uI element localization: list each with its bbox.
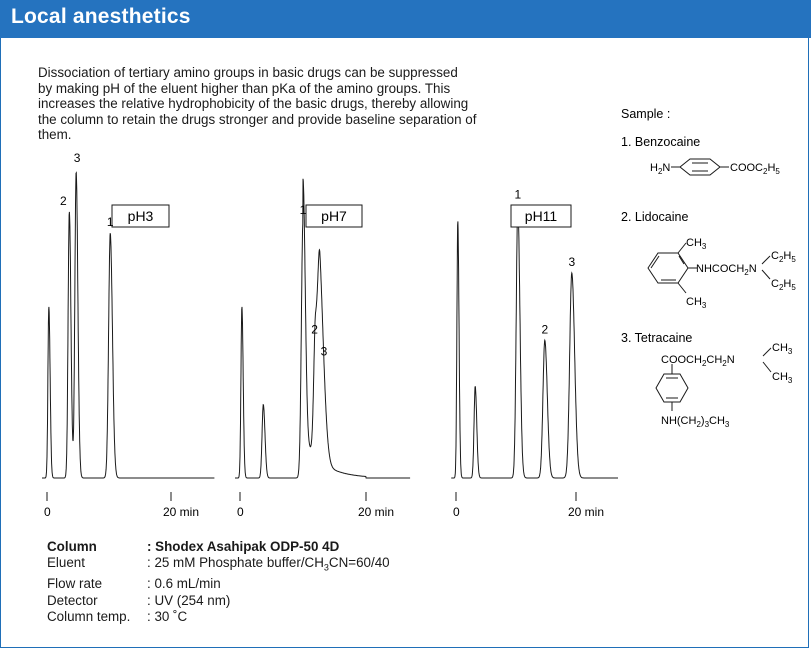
tetracaine-methyl-1: CH3	[772, 342, 793, 356]
peak-label: 2	[60, 194, 67, 208]
sample-item-tetracaine: 3. Tetracaine	[621, 331, 692, 345]
condition-value: : 0.6 mL/min	[147, 576, 221, 592]
condition-value: : Shodex Asahipak ODP-50 4D	[147, 539, 340, 554]
intro-line: by making pH of the eluent higher than p…	[38, 80, 451, 96]
panel-title: pH11	[525, 208, 558, 224]
peak-label: 1	[300, 203, 307, 217]
sample-item-lidocaine: 2. Lidocaine	[621, 210, 688, 224]
intro-line: Dissociation of tertiary amino groups in…	[38, 65, 458, 80]
intro-line: the column to retain the drugs stronger …	[38, 111, 477, 127]
x-tick-label: 20 min	[358, 505, 394, 519]
peak-label: 3	[74, 151, 81, 165]
condition-label: Detector	[47, 592, 98, 608]
condition-row: Detector : UV (254 nm)	[47, 593, 390, 609]
intro-line: them.	[38, 127, 72, 143]
x-tick-label: 0	[44, 505, 51, 519]
condition-row: Flow rate : 0.6 mL/min	[47, 576, 390, 592]
intro-line: increases the relative hydrophobicity of…	[38, 96, 469, 112]
intro-text: Dissociation of tertiary amino groups in…	[38, 65, 586, 143]
condition-row: Column temp. : 30 ˚C	[47, 609, 390, 625]
tetracaine-ester: COOCH2CH2N	[661, 354, 735, 368]
benzocaine-structure	[671, 158, 729, 176]
tetracaine-butylamino: NH(CH2)3CH3	[661, 415, 730, 429]
condition-label: Eluent	[47, 555, 85, 571]
x-tick-label: 20 min	[568, 505, 604, 519]
lidocaine-structure	[647, 242, 771, 294]
condition-value: : 30 ˚C	[147, 609, 188, 625]
panel-title-box	[305, 204, 363, 228]
peak-label: 2	[311, 322, 318, 336]
tetracaine-structure	[655, 347, 772, 411]
condition-label: Flow rate	[47, 576, 103, 592]
chromatogram-trace	[451, 204, 618, 479]
conditions-table: Column : Shodex Asahipak ODP-50 4D Eluen…	[47, 539, 390, 626]
chromatogram-trace	[42, 171, 215, 479]
lidocaine-methyl-bottom: CH3	[686, 296, 707, 310]
x-tick-label: 0	[237, 505, 244, 519]
header-bar: Local anesthetics	[0, 0, 811, 38]
condition-value: : UV (254 nm)	[147, 592, 231, 608]
condition-row: Column : Shodex Asahipak ODP-50 4D	[47, 539, 390, 555]
lidocaine-methyl-top: CH3	[686, 237, 707, 251]
condition-value: : 25 mM Phosphate buffer/CH3CN=60/40	[147, 555, 390, 574]
panel-title: pH7	[321, 208, 347, 224]
x-tick-label: 0	[453, 505, 460, 519]
sample-item-benzocaine: 1. Benzocaine	[621, 135, 700, 149]
peak-label: 1	[107, 215, 114, 229]
panel-title: pH3	[128, 208, 154, 224]
benzocaine-amine: H2N	[650, 162, 670, 176]
lidocaine-ethyl-1: C2H5	[771, 250, 796, 264]
peak-label: 1	[514, 188, 521, 202]
panel-title-box	[510, 204, 572, 228]
condition-label: Column	[47, 539, 97, 554]
panel-title-box	[111, 204, 170, 228]
peak-label: 2	[541, 322, 548, 336]
x-tick-label: 20 min	[163, 505, 199, 519]
peak-label: 3	[568, 255, 575, 269]
peak-label: 3	[321, 345, 328, 359]
lidocaine-ethyl-2: C2H5	[771, 278, 796, 292]
tetracaine-methyl-2: CH3	[772, 371, 793, 385]
chromatogram-trace	[235, 178, 411, 479]
condition-label: Column temp.	[47, 609, 131, 625]
condition-row: Eluent : 25 mM Phosphate buffer/CH3CN=60…	[47, 555, 390, 576]
page-title: Local anesthetics	[11, 5, 191, 28]
benzocaine-ester: COOC2H5	[730, 162, 780, 176]
lidocaine-amide: NHCOCH2N	[696, 263, 757, 277]
sample-title: Sample :	[621, 107, 670, 121]
